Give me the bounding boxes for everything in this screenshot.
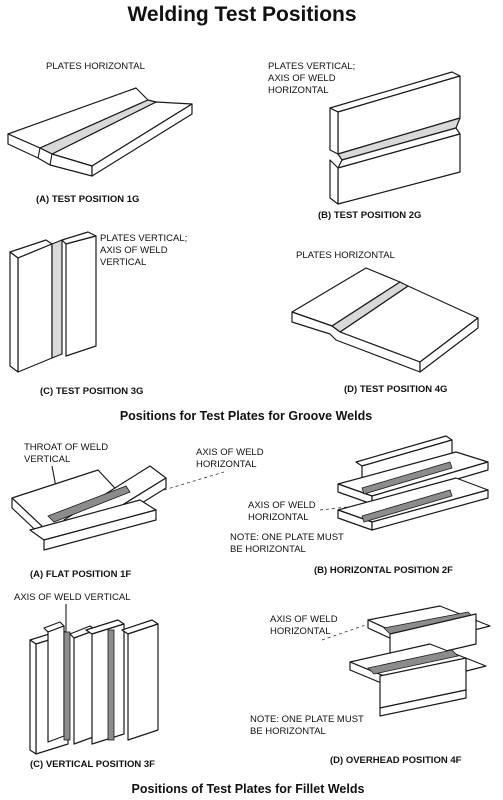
figure-test-position-1g: PLATES HORIZONTAL (A) TEST POSITION 1G <box>7 61 193 205</box>
label-1f-b-line2: HORIZONTAL <box>196 459 257 470</box>
label-3g-line3: VERTICAL <box>100 257 146 268</box>
page-title: Welding Test Positions <box>127 3 356 26</box>
caption-1f: (A) FLAT POSITION 1F <box>30 569 131 580</box>
section-title-groove: Positions for Test Plates for Groove Wel… <box>120 409 372 423</box>
figure-test-position-2g: PLATES VERTICAL; AXIS OF WELD HORIZONTAL… <box>268 61 461 221</box>
figure-flat-position-1f: THROAT OF WELD VERTICAL AXIS OF WELD HOR… <box>11 442 264 580</box>
label-1f-a-line1: THROAT OF WELD <box>24 442 108 453</box>
label-2g-line3: HORIZONTAL <box>268 85 329 96</box>
caption-3f: (C) VERTICAL POSITION 3F <box>30 759 155 770</box>
figure-vertical-position-3f: AXIS OF WELD VERTICAL (C) VERTICAL POSIT… <box>14 592 159 770</box>
label-4g: PLATES HORIZONTAL <box>296 250 395 261</box>
label-2f-line1: AXIS OF WELD <box>248 500 316 511</box>
section-title-fillet: Positions of Test Plates for Fillet Weld… <box>132 782 365 796</box>
label-1g: PLATES HORIZONTAL <box>46 61 145 72</box>
label-4f-line2: HORIZONTAL <box>270 626 331 637</box>
figure-overhead-position-4f: AXIS OF WELD HORIZONTAL NOTE: ONE PLATE … <box>250 605 491 766</box>
caption-2f: (B) HORIZONTAL POSITION 2F <box>314 565 453 576</box>
note-4f-line1: NOTE: ONE PLATE MUST <box>250 714 364 725</box>
note-2f-line2: BE HORIZONTAL <box>230 544 306 555</box>
note-2f-line1: NOTE: ONE PLATE MUST <box>230 532 344 543</box>
label-3g-line2: AXIS OF WELD <box>100 245 168 256</box>
label-3f: AXIS OF WELD VERTICAL <box>14 592 131 603</box>
caption-4f: (D) OVERHEAD POSITION 4F <box>330 755 462 766</box>
label-2g-line1: PLATES VERTICAL; <box>268 61 355 72</box>
caption-4g: (D) TEST POSITION 4G <box>344 384 447 395</box>
figure-horizontal-position-2f: AXIS OF WELD HORIZONTAL NOTE: ONE PLATE … <box>230 435 489 576</box>
caption-1g: (A) TEST POSITION 1G <box>36 194 139 205</box>
label-2f-line2: HORIZONTAL <box>248 512 309 523</box>
figure-test-position-4g: PLATES HORIZONTAL (D) TEST POSITION 4G <box>291 250 479 395</box>
label-2g-line2: AXIS OF WELD <box>268 73 336 84</box>
caption-2g: (B) TEST POSITION 2G <box>318 210 421 221</box>
label-1f-b-line1: AXIS OF WELD <box>196 447 264 458</box>
label-4f-line1: AXIS OF WELD <box>270 614 338 625</box>
label-1f-a-line2: VERTICAL <box>24 454 70 465</box>
note-4f-line2: BE HORIZONTAL <box>250 726 326 737</box>
label-3g-line1: PLATES VERTICAL; <box>100 233 187 244</box>
figure-test-position-3g: PLATES VERTICAL; AXIS OF WELD VERTICAL (… <box>9 231 187 397</box>
caption-3g: (C) TEST POSITION 3G <box>40 386 143 397</box>
